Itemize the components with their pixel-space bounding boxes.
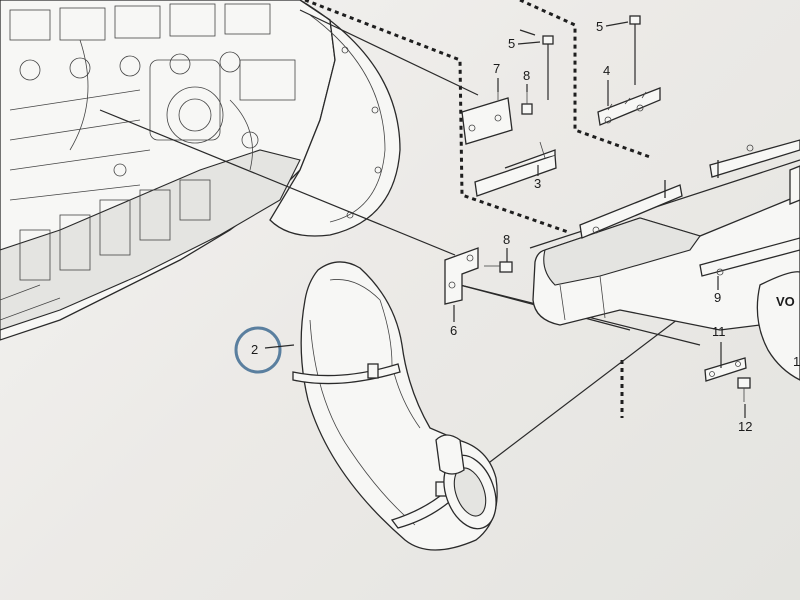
- badge-lettering: VO: [776, 294, 795, 309]
- callout-9[interactable]: 9: [714, 290, 721, 305]
- callout-5-left[interactable]: 5: [508, 36, 515, 51]
- bolt-12: [737, 377, 751, 402]
- bolt-8-lower: [484, 261, 513, 273]
- callout-3[interactable]: 3: [534, 176, 541, 191]
- bracket-7: [461, 90, 513, 145]
- bolt-5-left: [542, 35, 554, 100]
- callout-2[interactable]: 2: [251, 342, 258, 357]
- bracket-4: [597, 87, 661, 126]
- duct-assembly: VO: [532, 139, 800, 381]
- callout-5-right[interactable]: 5: [596, 19, 603, 34]
- callout-8-upper[interactable]: 8: [523, 68, 530, 83]
- callout-11[interactable]: 11: [712, 324, 726, 339]
- callout-4[interactable]: 4: [603, 63, 610, 78]
- callout-6[interactable]: 6: [450, 323, 457, 338]
- callout-labels: 2 3 4 5 5 6 7 8 8 9 11 12 1: [234, 19, 800, 434]
- callout-7[interactable]: 7: [493, 61, 500, 76]
- intake-hose: [292, 261, 498, 551]
- dashed-assembly-outline: [304, 0, 651, 418]
- bolt-5-right: [629, 15, 641, 85]
- bracket-3: [474, 141, 557, 197]
- bracket-11: [704, 357, 747, 382]
- highlighted-callout-circle: [234, 326, 282, 374]
- callout-12[interactable]: 12: [738, 419, 752, 434]
- callout-8-lower[interactable]: 8: [503, 232, 510, 247]
- bracket-6: [444, 247, 479, 305]
- callout-1-partial[interactable]: 1: [793, 354, 800, 369]
- engine-block: [0, 0, 401, 341]
- bolt-8-upper: [521, 90, 533, 115]
